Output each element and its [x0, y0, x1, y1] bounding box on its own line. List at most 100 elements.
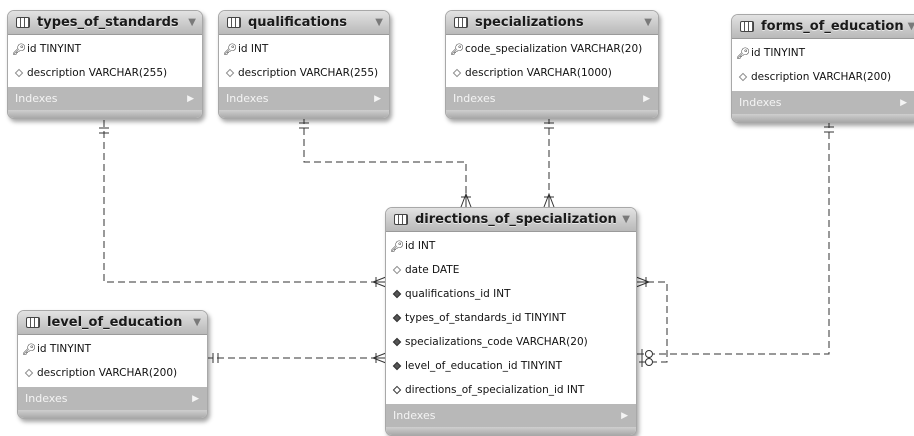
table-icon: [16, 17, 30, 28]
column-row[interactable]: qualifications_id INT: [386, 282, 636, 306]
expand-arrow-icon[interactable]: ▶: [643, 93, 650, 104]
table-header[interactable]: qualifications ▼: [219, 11, 389, 35]
collapse-triangle-icon[interactable]: ▼: [908, 21, 914, 32]
table-directions-of-specialization[interactable]: directions_of_specialization ▼ 🔑︎ id INT…: [385, 207, 637, 436]
table-header[interactable]: forms_of_education ▼: [732, 15, 914, 39]
column-label: id INT: [405, 240, 436, 252]
foreign-key-diamond-icon: [392, 289, 402, 299]
table-header[interactable]: level_of_education ▼: [18, 311, 207, 335]
column-label: description VARCHAR(255): [27, 67, 168, 79]
expand-arrow-icon[interactable]: ▶: [621, 410, 628, 421]
column-label: description VARCHAR(255): [238, 67, 379, 79]
rel-forms-of-education: [636, 121, 830, 355]
column-row[interactable]: level_of_education_id TINYINT: [386, 354, 636, 378]
column-diamond-icon: [24, 368, 34, 378]
indexes-label: Indexes: [25, 392, 68, 405]
rel-types-of-standards: [103, 120, 386, 283]
table-title: qualifications: [248, 15, 347, 30]
column-row[interactable]: date DATE: [386, 258, 636, 282]
column-label: description VARCHAR(200): [751, 71, 892, 83]
foreign-key-diamond-icon: [392, 361, 402, 371]
collapse-triangle-icon[interactable]: ▼: [644, 17, 652, 28]
column-label: directions_of_specialization_id INT: [405, 384, 585, 396]
column-row[interactable]: description VARCHAR(1000): [446, 61, 658, 85]
collapse-triangle-icon[interactable]: ▼: [193, 317, 201, 328]
column-label: description VARCHAR(200): [37, 367, 178, 379]
column-label: date DATE: [405, 264, 460, 276]
expand-arrow-icon[interactable]: ▶: [374, 93, 381, 104]
column-row[interactable]: 🔑︎ id TINYINT: [732, 41, 914, 65]
column-row[interactable]: description VARCHAR(255): [219, 61, 389, 85]
indexes-section[interactable]: Indexes ▶: [446, 87, 658, 110]
table-footer: [446, 110, 658, 118]
column-label: id TINYINT: [27, 43, 82, 55]
indexes-section[interactable]: Indexes ▶: [219, 87, 389, 110]
collapse-triangle-icon[interactable]: ▼: [375, 17, 383, 28]
collapse-triangle-icon[interactable]: ▼: [622, 214, 630, 225]
column-row[interactable]: 🔑︎ id INT: [219, 37, 389, 61]
rel-self-reference: [636, 281, 668, 363]
table-title: forms_of_education: [761, 19, 904, 34]
column-diamond-icon: [225, 68, 235, 78]
indexes-label: Indexes: [453, 92, 496, 105]
column-label: description VARCHAR(1000): [465, 67, 612, 79]
expand-arrow-icon[interactable]: ▶: [192, 393, 199, 404]
table-header[interactable]: types_of_standards ▼: [8, 11, 202, 35]
table-icon: [394, 214, 408, 225]
indexes-label: Indexes: [393, 409, 436, 422]
collapse-triangle-icon[interactable]: ▼: [188, 17, 196, 28]
table-footer: [18, 410, 207, 418]
indexes-section[interactable]: Indexes ▶: [18, 387, 207, 410]
column-row[interactable]: 🔑︎ code_specialization VARCHAR(20): [446, 37, 658, 61]
column-label: id TINYINT: [37, 343, 92, 355]
column-diamond-icon: [738, 72, 748, 82]
column-row[interactable]: description VARCHAR(200): [732, 65, 914, 89]
table-title: specializations: [475, 15, 584, 30]
column-diamond-icon: [452, 68, 462, 78]
expand-arrow-icon[interactable]: ▶: [900, 97, 907, 108]
primary-key-icon: 🔑︎: [223, 42, 237, 56]
table-specializations[interactable]: specializations ▼ 🔑︎ code_specialization…: [445, 10, 659, 119]
table-title: level_of_education: [47, 315, 183, 330]
column-label: types_of_standards_id TINYINT: [405, 312, 566, 324]
column-label: code_specialization VARCHAR(20): [465, 43, 643, 55]
column-row[interactable]: specializations_code VARCHAR(20): [386, 330, 636, 354]
column-row[interactable]: types_of_standards_id TINYINT: [386, 306, 636, 330]
nullable-diamond-icon: [392, 385, 402, 395]
column-row[interactable]: description VARCHAR(200): [18, 361, 207, 385]
table-header[interactable]: directions_of_specialization ▼: [386, 208, 636, 232]
column-label: id INT: [238, 43, 269, 55]
table-qualifications[interactable]: qualifications ▼ 🔑︎ id INT description V…: [218, 10, 390, 119]
primary-key-icon: 🔑︎: [390, 239, 404, 253]
table-header[interactable]: specializations ▼: [446, 11, 658, 35]
table-forms-of-education[interactable]: forms_of_education ▼ 🔑︎ id TINYINT descr…: [731, 14, 914, 123]
table-footer: [732, 114, 914, 122]
table-types-of-standards[interactable]: types_of_standards ▼ 🔑︎ id TINYINT descr…: [7, 10, 203, 119]
table-icon: [454, 17, 468, 28]
table-icon: [26, 317, 40, 328]
indexes-section[interactable]: Indexes ▶: [8, 87, 202, 110]
primary-key-icon: 🔑︎: [736, 46, 750, 60]
indexes-section[interactable]: Indexes ▶: [732, 91, 914, 114]
column-row[interactable]: 🔑︎ id TINYINT: [8, 37, 202, 61]
table-icon: [740, 21, 754, 32]
column-row[interactable]: description VARCHAR(255): [8, 61, 202, 85]
table-level-of-education[interactable]: level_of_education ▼ 🔑︎ id TINYINT descr…: [17, 310, 208, 419]
foreign-key-diamond-icon: [392, 337, 402, 347]
primary-key-icon: 🔑︎: [22, 342, 36, 356]
foreign-key-diamond-icon: [392, 313, 402, 323]
primary-key-icon: 🔑︎: [450, 42, 464, 56]
expand-arrow-icon[interactable]: ▶: [187, 93, 194, 104]
indexes-label: Indexes: [15, 92, 58, 105]
indexes-section[interactable]: Indexes ▶: [386, 404, 636, 427]
primary-key-icon: 🔑︎: [12, 42, 26, 56]
rel-qualifications: [303, 117, 467, 207]
column-label: level_of_education_id TINYINT: [405, 360, 563, 372]
column-row[interactable]: 🔑︎ id INT: [386, 234, 636, 258]
column-label: specializations_code VARCHAR(20): [405, 336, 588, 348]
column-row[interactable]: 🔑︎ id TINYINT: [18, 337, 207, 361]
indexes-label: Indexes: [739, 96, 782, 109]
column-row[interactable]: directions_of_specialization_id INT: [386, 378, 636, 402]
